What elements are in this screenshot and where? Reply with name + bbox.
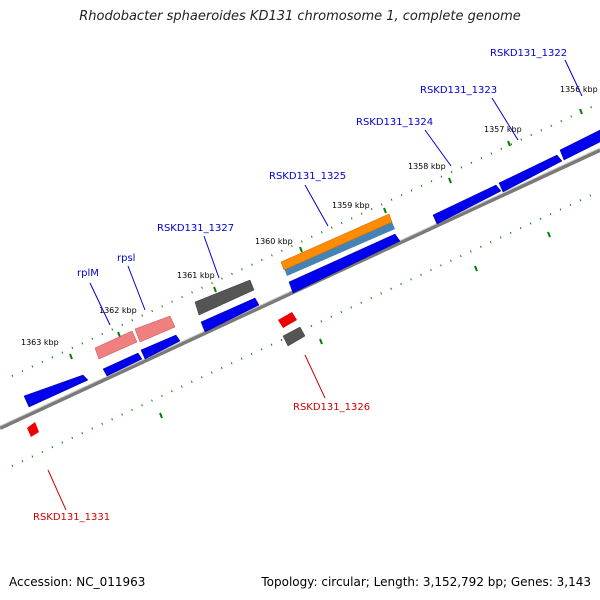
major-tick [159,412,163,419]
major-tick [299,246,303,253]
major-tick [448,177,452,184]
gene-highlight-steel[interactable] [284,222,395,276]
gene-cds-forward[interactable] [102,352,143,377]
forward-genes [23,129,600,408]
leader-line [127,265,146,311]
major-tick [117,331,121,338]
gene-label[interactable]: RSKD131_1327 [157,223,234,234]
kbp-label: 1362 kbp [99,306,137,315]
gene-cds-forward[interactable] [559,129,600,161]
major-ticks [69,108,583,419]
leader-line [47,469,67,511]
gene-rrna[interactable] [94,330,138,360]
kbp-label: 1360 kbp [255,237,293,246]
gene-cds-forward[interactable] [432,184,502,225]
leader-line [491,97,519,141]
major-tick [507,140,511,147]
leader-line [304,354,326,399]
kbp-label: 1359 kbp [332,201,370,210]
major-tick [579,108,583,115]
gene-cds-forward[interactable] [498,154,563,193]
gene-label[interactable]: RSKD131_1322 [490,48,567,59]
gene-cds-reverse[interactable] [278,312,297,328]
map-title: Rhodobacter sphaeroides KD131 chromosome… [79,9,521,24]
leader-line [304,184,329,227]
gene-cds-forward[interactable] [200,297,260,333]
gene-label[interactable]: RSKD131_1324 [356,117,433,128]
leader-line [424,129,452,167]
gene-cds-forward[interactable] [23,374,89,408]
gene-rrna[interactable] [134,315,176,343]
kbp-label: 1361 kbp [177,271,215,280]
gene-label[interactable]: RSKD131_1331 [33,512,110,523]
kbp-label: 1357 kbp [484,125,522,134]
major-tick [383,207,387,214]
gene-label[interactable]: RSKD131_1325 [269,171,346,182]
gene-highlight-orange[interactable] [280,213,393,271]
leader-line [89,282,111,326]
gene-cds-reverse[interactable] [27,422,39,437]
gene-label[interactable]: RSKD131_1323 [420,85,497,96]
major-tick [319,338,323,345]
major-tick [547,231,551,238]
major-tick [474,265,478,272]
reverse-tick-track [11,191,599,467]
label-leaders [47,59,583,511]
leader-line [203,235,220,279]
major-tick [69,353,73,360]
kbp-label: 1363 kbp [21,338,59,347]
gene-label[interactable]: rplM [77,268,99,279]
kbp-label: 1358 kbp [408,162,446,171]
leader-line [564,59,583,97]
major-tick [213,286,217,293]
gene-label[interactable]: RSKD131_1326 [293,402,370,413]
accession-text: Accession: NC_011963 [9,575,146,589]
gene-pseudo[interactable] [282,326,306,347]
gene-label[interactable]: rpsl [117,253,135,264]
gene-pseudo[interactable] [194,279,255,316]
gene-cds-forward[interactable] [140,334,181,360]
gene-cds-forward[interactable] [288,233,401,294]
topology-summary-text: Topology: circular; Length: 3,152,792 bp… [261,575,591,589]
